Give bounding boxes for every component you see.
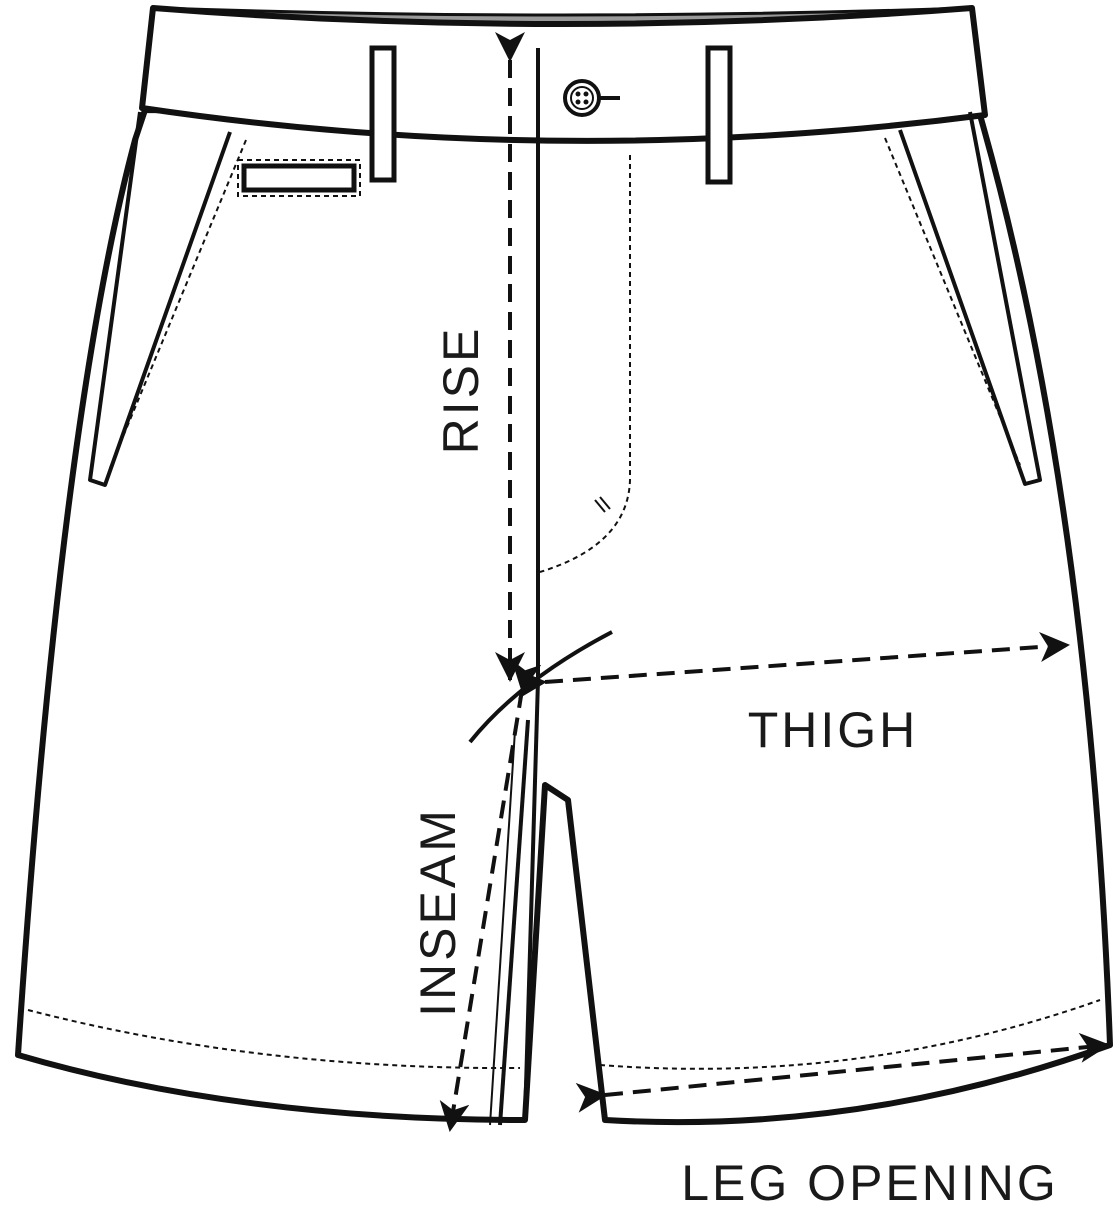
waistband [139, 5, 988, 144]
belt-loop-left [369, 45, 397, 183]
thigh-arrow [516, 632, 1070, 699]
coin-pocket [237, 159, 361, 197]
shorts-outline [15, 107, 1113, 1126]
fly-stitch [539, 155, 631, 573]
rise-label: RISE [433, 326, 489, 455]
thigh-label: THIGH [748, 702, 919, 758]
belt-loop-right [705, 45, 733, 185]
leg-opening-arrow [575, 1032, 1110, 1113]
button-icon [563, 79, 620, 117]
right-side-pocket [884, 111, 1042, 486]
inseam-label: INSEAM [410, 807, 466, 1017]
left-side-pocket [88, 111, 247, 487]
leg-opening-label: LEG OPENING [681, 1155, 1059, 1211]
inseam-arrow [439, 659, 542, 1132]
